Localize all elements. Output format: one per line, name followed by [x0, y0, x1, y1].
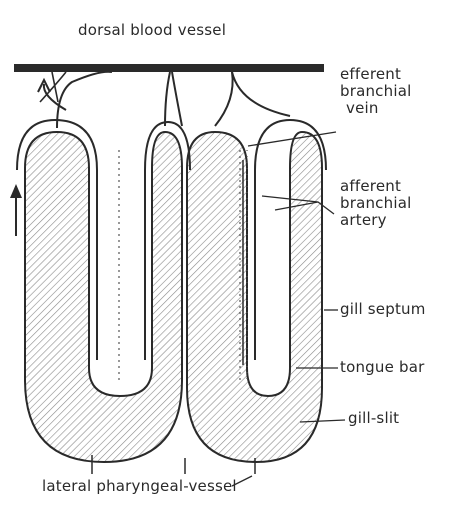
flow-arrow-left-head — [10, 184, 22, 198]
dorsal-blood-vessel — [14, 64, 324, 72]
efferent-vessel-2 — [165, 72, 170, 126]
efferent-vessel-1 — [57, 72, 112, 128]
label-efferent-branchial-vein: efferent branchial vein — [340, 66, 411, 117]
label-gill-septum: gill septum — [340, 301, 426, 318]
label-afferent-branchial-artery: afferent branchial artery — [340, 178, 411, 229]
efferent-vessel-4 — [215, 72, 233, 126]
label-gill-slit: gill-slit — [348, 410, 399, 427]
label-dorsal-blood-vessel: dorsal blood vessel — [78, 22, 226, 39]
efferent-vessel-3 — [172, 72, 182, 126]
label-lateral-pharyngeal-vessel: lateral pharyngeal-vessel — [42, 478, 237, 495]
label-tongue-bar: tongue bar — [340, 359, 424, 376]
efferent-vessel-5 — [232, 72, 290, 116]
gill-bar-left — [25, 132, 182, 462]
